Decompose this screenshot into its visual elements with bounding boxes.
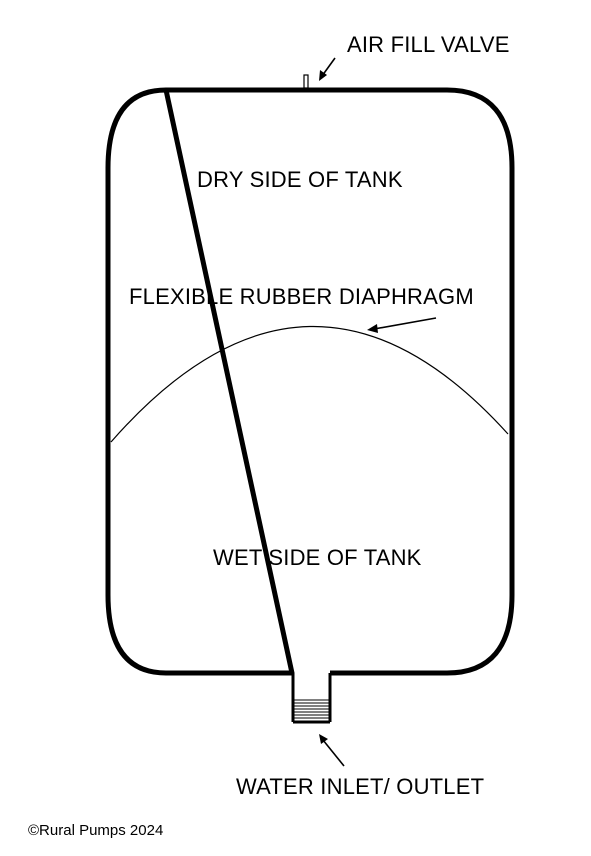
diaphragm-arrow [367, 317, 437, 333]
air-fill-valve-label: AIR FILL VALVE [347, 32, 510, 57]
tank-outline [105, 87, 515, 676]
diaphragm-curve [110, 325, 509, 443]
water-inlet-arrow [319, 734, 345, 767]
air-fill-valve [303, 74, 309, 89]
air-valve-arrow [319, 57, 336, 81]
copyright-text: ©Rural Pumps 2024 [28, 822, 164, 839]
water-inlet-fitting [291, 673, 332, 724]
water-inlet-label: WATER INLET/ OUTLET [236, 774, 485, 799]
wet-side-label: WET SIDE OF TANK [213, 545, 422, 570]
dry-side-label: DRY SIDE OF TANK [197, 167, 403, 192]
diaphragm-label: FLEXIBLE RUBBER DIAPHRAGM [129, 284, 474, 309]
